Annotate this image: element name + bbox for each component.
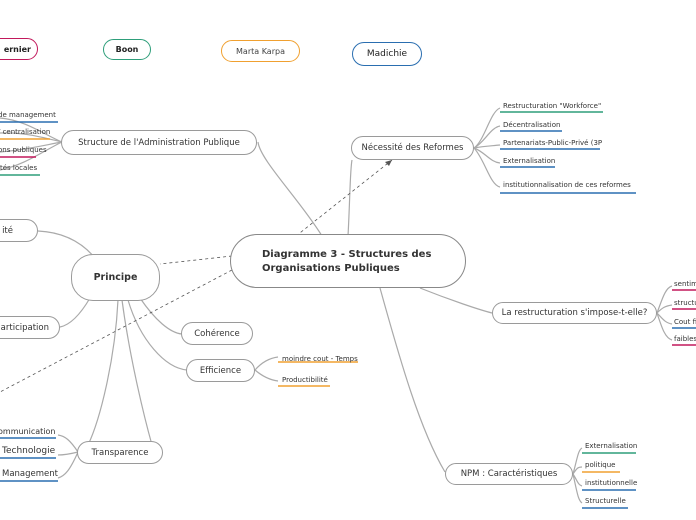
node-label: NPM : Caractéristiques xyxy=(460,469,558,479)
link-central-restructuration xyxy=(419,287,493,314)
leaf-structure[interactable]: ités locales xyxy=(0,164,38,172)
legend-tag-ernier[interactable]: ernier xyxy=(0,38,38,60)
dashed-link-central-necessite xyxy=(295,159,393,237)
leaf-npm[interactable]: politique xyxy=(585,461,616,469)
leaf-structure[interactable]: ons publiques xyxy=(0,146,47,154)
node-label: articipation xyxy=(0,322,49,333)
node-label: ité xyxy=(2,225,13,236)
leaf-transparence[interactable]: Management xyxy=(2,469,58,479)
legend-tag-label: ernier xyxy=(3,44,31,54)
central-topic[interactable]: Diagramme 3 - Structures des Organisatio… xyxy=(230,234,466,288)
legend-tag-label: Boon xyxy=(115,45,139,54)
node-label: Nécessité des Reformes xyxy=(361,143,464,153)
node-label: Transparence xyxy=(91,447,149,458)
node-ite[interactable]: ité xyxy=(0,219,38,242)
leaf-necessite[interactable]: Externalisation xyxy=(503,157,556,165)
node-restructuration[interactable]: La restructuration s'impose-t-elle? xyxy=(492,302,657,324)
node-label: La restructuration s'impose-t-elle? xyxy=(501,308,648,318)
leaf-structure[interactable]: / centralisation xyxy=(0,128,51,136)
link-central-structure xyxy=(257,141,323,237)
leaf-npm[interactable]: Structurelle xyxy=(585,497,626,505)
node-necessite-reformes[interactable]: Nécessité des Reformes xyxy=(351,136,474,160)
leaf-necessite[interactable]: institutionnalisation de ces reformes xyxy=(503,181,631,189)
leaf-transparence[interactable]: Technologie xyxy=(2,446,56,456)
legend-tag-boon[interactable]: Boon xyxy=(103,39,151,60)
legend-tag-madichie[interactable]: Madichie xyxy=(352,42,422,66)
link-principe-ite xyxy=(37,230,96,259)
dashed-link-central-left xyxy=(0,269,233,393)
link-principe-coherence xyxy=(139,297,183,335)
leaf-restructuration[interactable]: sentim xyxy=(674,280,696,288)
leaf-transparence[interactable]: ommunication xyxy=(0,427,56,436)
node-label: Principe xyxy=(93,272,138,283)
node-structure-administration[interactable]: Structure de l'Administration Publique xyxy=(61,130,257,155)
leaf-restructuration[interactable]: Cout fi xyxy=(674,318,696,326)
dashed-link-central-principe xyxy=(159,255,233,265)
leaf-necessite[interactable]: Restructuration "Workforce" xyxy=(503,102,602,110)
leaf-npm[interactable]: institutionnelle xyxy=(585,479,638,487)
legend-tag-marta-karpa[interactable]: Marta Karpa xyxy=(221,40,300,62)
node-label: Efficience xyxy=(199,365,242,376)
link-central-necessite xyxy=(347,159,353,237)
node-label: Cohérence xyxy=(194,328,240,339)
central-topic-line1: Diagramme 3 - Structures des xyxy=(262,248,432,260)
leaf-restructuration[interactable]: structu xyxy=(674,299,696,307)
link-principe-participation xyxy=(59,297,91,328)
leaf-efficience[interactable]: moindre cout - Temps xyxy=(282,355,358,363)
leaf-restructuration[interactable]: faibles xyxy=(674,335,696,343)
leaf-efficience[interactable]: Productibilité xyxy=(282,376,328,384)
link-principe-transparence-2 xyxy=(121,299,153,446)
legend-tag-label: Marta Karpa xyxy=(236,46,285,56)
leaf-structure[interactable]: de management xyxy=(0,111,56,119)
legend-tag-label: Madichie xyxy=(366,49,408,59)
node-coherence[interactable]: Cohérence xyxy=(181,322,253,345)
central-topic-line2: Organisations Publiques xyxy=(262,262,400,274)
leaf-necessite[interactable]: Décentralisation xyxy=(503,121,561,129)
node-efficience[interactable]: Efficience xyxy=(186,359,255,382)
link-principe-transparence xyxy=(87,299,119,446)
node-transparence[interactable]: Transparence xyxy=(77,441,163,464)
node-participation[interactable]: articipation xyxy=(0,316,60,339)
leaf-npm[interactable]: Externalisation xyxy=(585,442,638,450)
node-npm-caracteristiques[interactable]: NPM : Caractéristiques xyxy=(445,463,573,485)
node-label: Structure de l'Administration Publique xyxy=(78,137,240,148)
leaf-necessite[interactable]: Partenariats-Public-Privé (3P xyxy=(503,139,603,147)
link-central-npm xyxy=(379,287,446,473)
node-principe[interactable]: Principe xyxy=(71,254,160,301)
link-principe-efficience xyxy=(127,299,188,371)
